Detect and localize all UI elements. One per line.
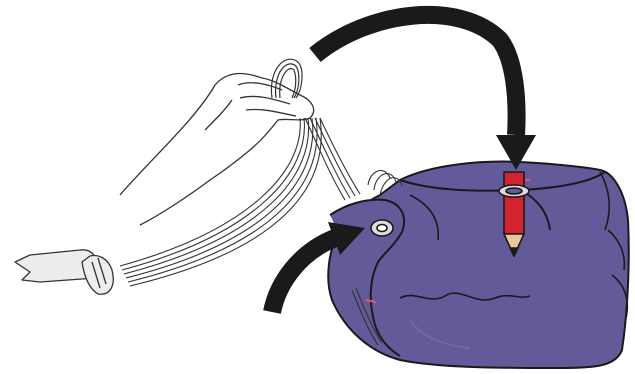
grommet xyxy=(371,220,393,236)
arrow-top xyxy=(315,15,536,170)
ribbon-tag xyxy=(15,250,113,294)
hand xyxy=(120,74,314,225)
